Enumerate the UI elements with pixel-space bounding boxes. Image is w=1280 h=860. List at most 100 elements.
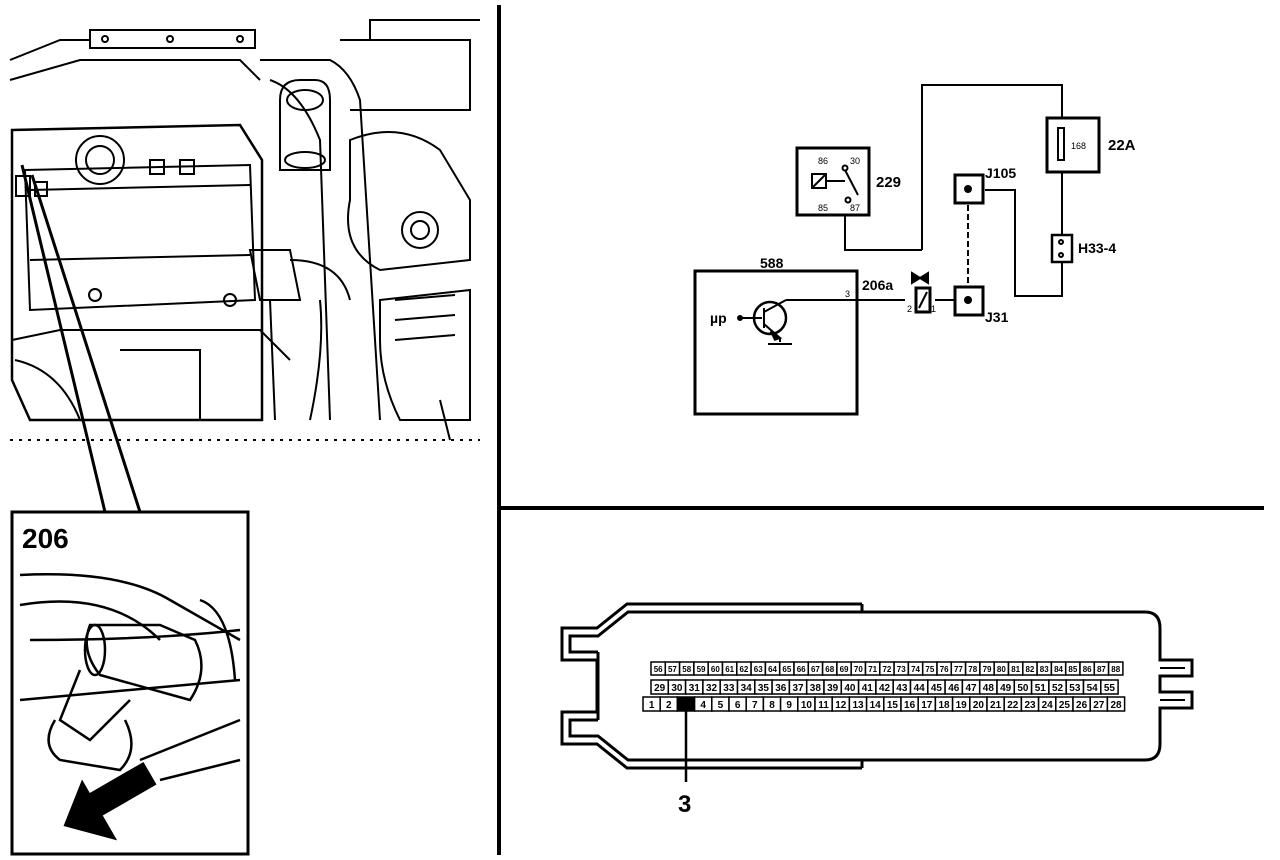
ecu-connector-outline — [560, 602, 1194, 770]
pin-number-88: 88 — [1111, 665, 1120, 674]
pin-number-84: 84 — [1054, 665, 1063, 674]
pin-number-52: 52 — [1052, 683, 1064, 694]
pin-number-19: 19 — [956, 700, 968, 711]
pin-number-75: 75 — [925, 665, 934, 674]
pin-number-12: 12 — [835, 700, 847, 711]
pin-number-67: 67 — [811, 665, 820, 674]
pin-number-80: 80 — [997, 665, 1006, 674]
pin-number-58: 58 — [682, 665, 691, 674]
pin-number-32: 32 — [706, 683, 718, 694]
connector-j31-label: J31 — [985, 309, 1009, 325]
pin-number-25: 25 — [1059, 700, 1071, 711]
pin-number-22: 22 — [1007, 700, 1019, 711]
pin-number-70: 70 — [854, 665, 863, 674]
pin-number-77: 77 — [954, 665, 963, 674]
pin-number-40: 40 — [844, 683, 856, 694]
pin-number-15: 15 — [887, 700, 899, 711]
pin-number-28: 28 — [1110, 700, 1122, 711]
inset-label: 206 — [22, 523, 69, 554]
circuit-schematic — [693, 84, 1101, 416]
pin-number-31: 31 — [689, 683, 701, 694]
pin-number-30: 30 — [671, 683, 683, 694]
pin-number-79: 79 — [983, 665, 992, 674]
pin-number-43: 43 — [896, 683, 908, 694]
pin-number-74: 74 — [911, 665, 920, 674]
pin-number-7: 7 — [752, 700, 758, 711]
pin-number-13: 13 — [852, 700, 864, 711]
pin-number-24: 24 — [1042, 700, 1054, 711]
pin-number-8: 8 — [769, 700, 775, 711]
pin-number-56: 56 — [654, 665, 663, 674]
pin-number-61: 61 — [725, 665, 734, 674]
diode-pin-right: 1 — [931, 304, 936, 314]
pin-number-55: 55 — [1104, 683, 1116, 694]
pin-number-51: 51 — [1035, 683, 1047, 694]
pin-cell-28 — [1106, 696, 1126, 712]
pin-number-83: 83 — [1040, 665, 1049, 674]
pin-number-69: 69 — [840, 665, 849, 674]
pin-number-11: 11 — [818, 700, 829, 711]
pin-cell-88 — [1107, 661, 1124, 676]
pin-number-1: 1 — [649, 700, 655, 711]
pin-number-41: 41 — [862, 683, 874, 694]
pin-number-5: 5 — [718, 700, 724, 711]
pin-number-33: 33 — [723, 683, 735, 694]
callout-label: 3 — [678, 791, 691, 818]
pin-number-38: 38 — [810, 683, 822, 694]
pin-number-2: 2 — [666, 700, 672, 711]
arrow-icon — [63, 761, 157, 841]
pin-number-66: 66 — [797, 665, 806, 674]
pin-number-44: 44 — [914, 683, 926, 694]
pin-number-53: 53 — [1069, 683, 1081, 694]
circuit-labels: 229 86 30 85 87 22A 168 J105 J31 H33-4 5… — [710, 137, 1136, 326]
pin-number-71: 71 — [868, 665, 877, 674]
pin-number-42: 42 — [879, 683, 891, 694]
pin-number-59: 59 — [697, 665, 706, 674]
inset-206: 206 — [10, 510, 250, 856]
pin-number-81: 81 — [1011, 665, 1020, 674]
pin-number-78: 78 — [968, 665, 977, 674]
pin-number-14: 14 — [870, 700, 882, 711]
pin-number-29: 29 — [654, 683, 666, 694]
pin-number-63: 63 — [754, 665, 763, 674]
pin-number-65: 65 — [782, 665, 791, 674]
pin-number-76: 76 — [940, 665, 949, 674]
fuse-rating: 168 — [1071, 141, 1086, 151]
pin-callout: 3 — [678, 702, 691, 818]
pin-number-60: 60 — [711, 665, 720, 674]
pin-number-48: 48 — [983, 683, 995, 694]
pin-number-17: 17 — [921, 700, 933, 711]
pin-number-87: 87 — [1097, 665, 1106, 674]
pin-number-73: 73 — [897, 665, 906, 674]
pin-number-72: 72 — [882, 665, 891, 674]
pin-number-46: 46 — [948, 683, 960, 694]
ecu-pin-label: 206a — [862, 277, 893, 293]
pin-number-49: 49 — [1000, 683, 1012, 694]
ecu-pin-num: 3 — [845, 289, 850, 299]
pin-number-27: 27 — [1093, 700, 1105, 711]
pin-number-36: 36 — [775, 683, 787, 694]
pin-number-57: 57 — [668, 665, 677, 674]
pin-number-86: 86 — [1083, 665, 1092, 674]
pin-number-18: 18 — [938, 700, 950, 711]
pin-number-54: 54 — [1087, 683, 1099, 694]
engine-bay-illustration — [9, 19, 480, 513]
mu-label: µp — [710, 310, 727, 326]
pin-number-6: 6 — [735, 700, 741, 711]
pin-number-34: 34 — [741, 683, 753, 694]
relay-pin-85: 85 — [818, 203, 828, 213]
pin-number-85: 85 — [1068, 665, 1077, 674]
relay-pin-86: 86 — [818, 156, 828, 166]
relay-label: 229 — [876, 174, 901, 191]
pin-number-47: 47 — [965, 683, 977, 694]
ecu-label: 588 — [760, 255, 784, 271]
relay-pin-87: 87 — [850, 203, 860, 213]
pin-number-68: 68 — [825, 665, 834, 674]
pin-cell-55 — [1100, 679, 1119, 695]
diode-pin-left: 2 — [907, 304, 912, 314]
pin-number-39: 39 — [827, 683, 839, 694]
pin-number-50: 50 — [1017, 683, 1029, 694]
pin-number-9: 9 — [786, 700, 792, 711]
